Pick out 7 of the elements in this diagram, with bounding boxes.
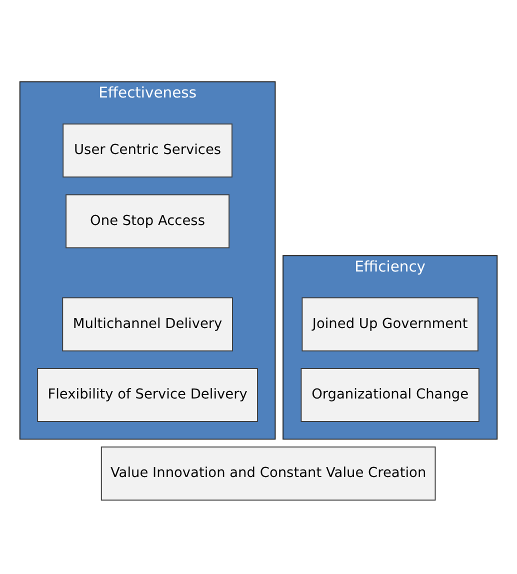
node-box: Flexibility of Service Delivery <box>37 368 258 422</box>
node-box: One Stop Access <box>66 194 230 248</box>
node-box: Value Innovation and Constant Value Creation <box>100 446 436 501</box>
node-box: Organizational Change <box>300 368 480 422</box>
node-box: Multichannel Delivery <box>62 297 233 352</box>
node-box: User Centric Services <box>62 124 232 178</box>
node-box: Joined Up Government <box>302 297 478 352</box>
